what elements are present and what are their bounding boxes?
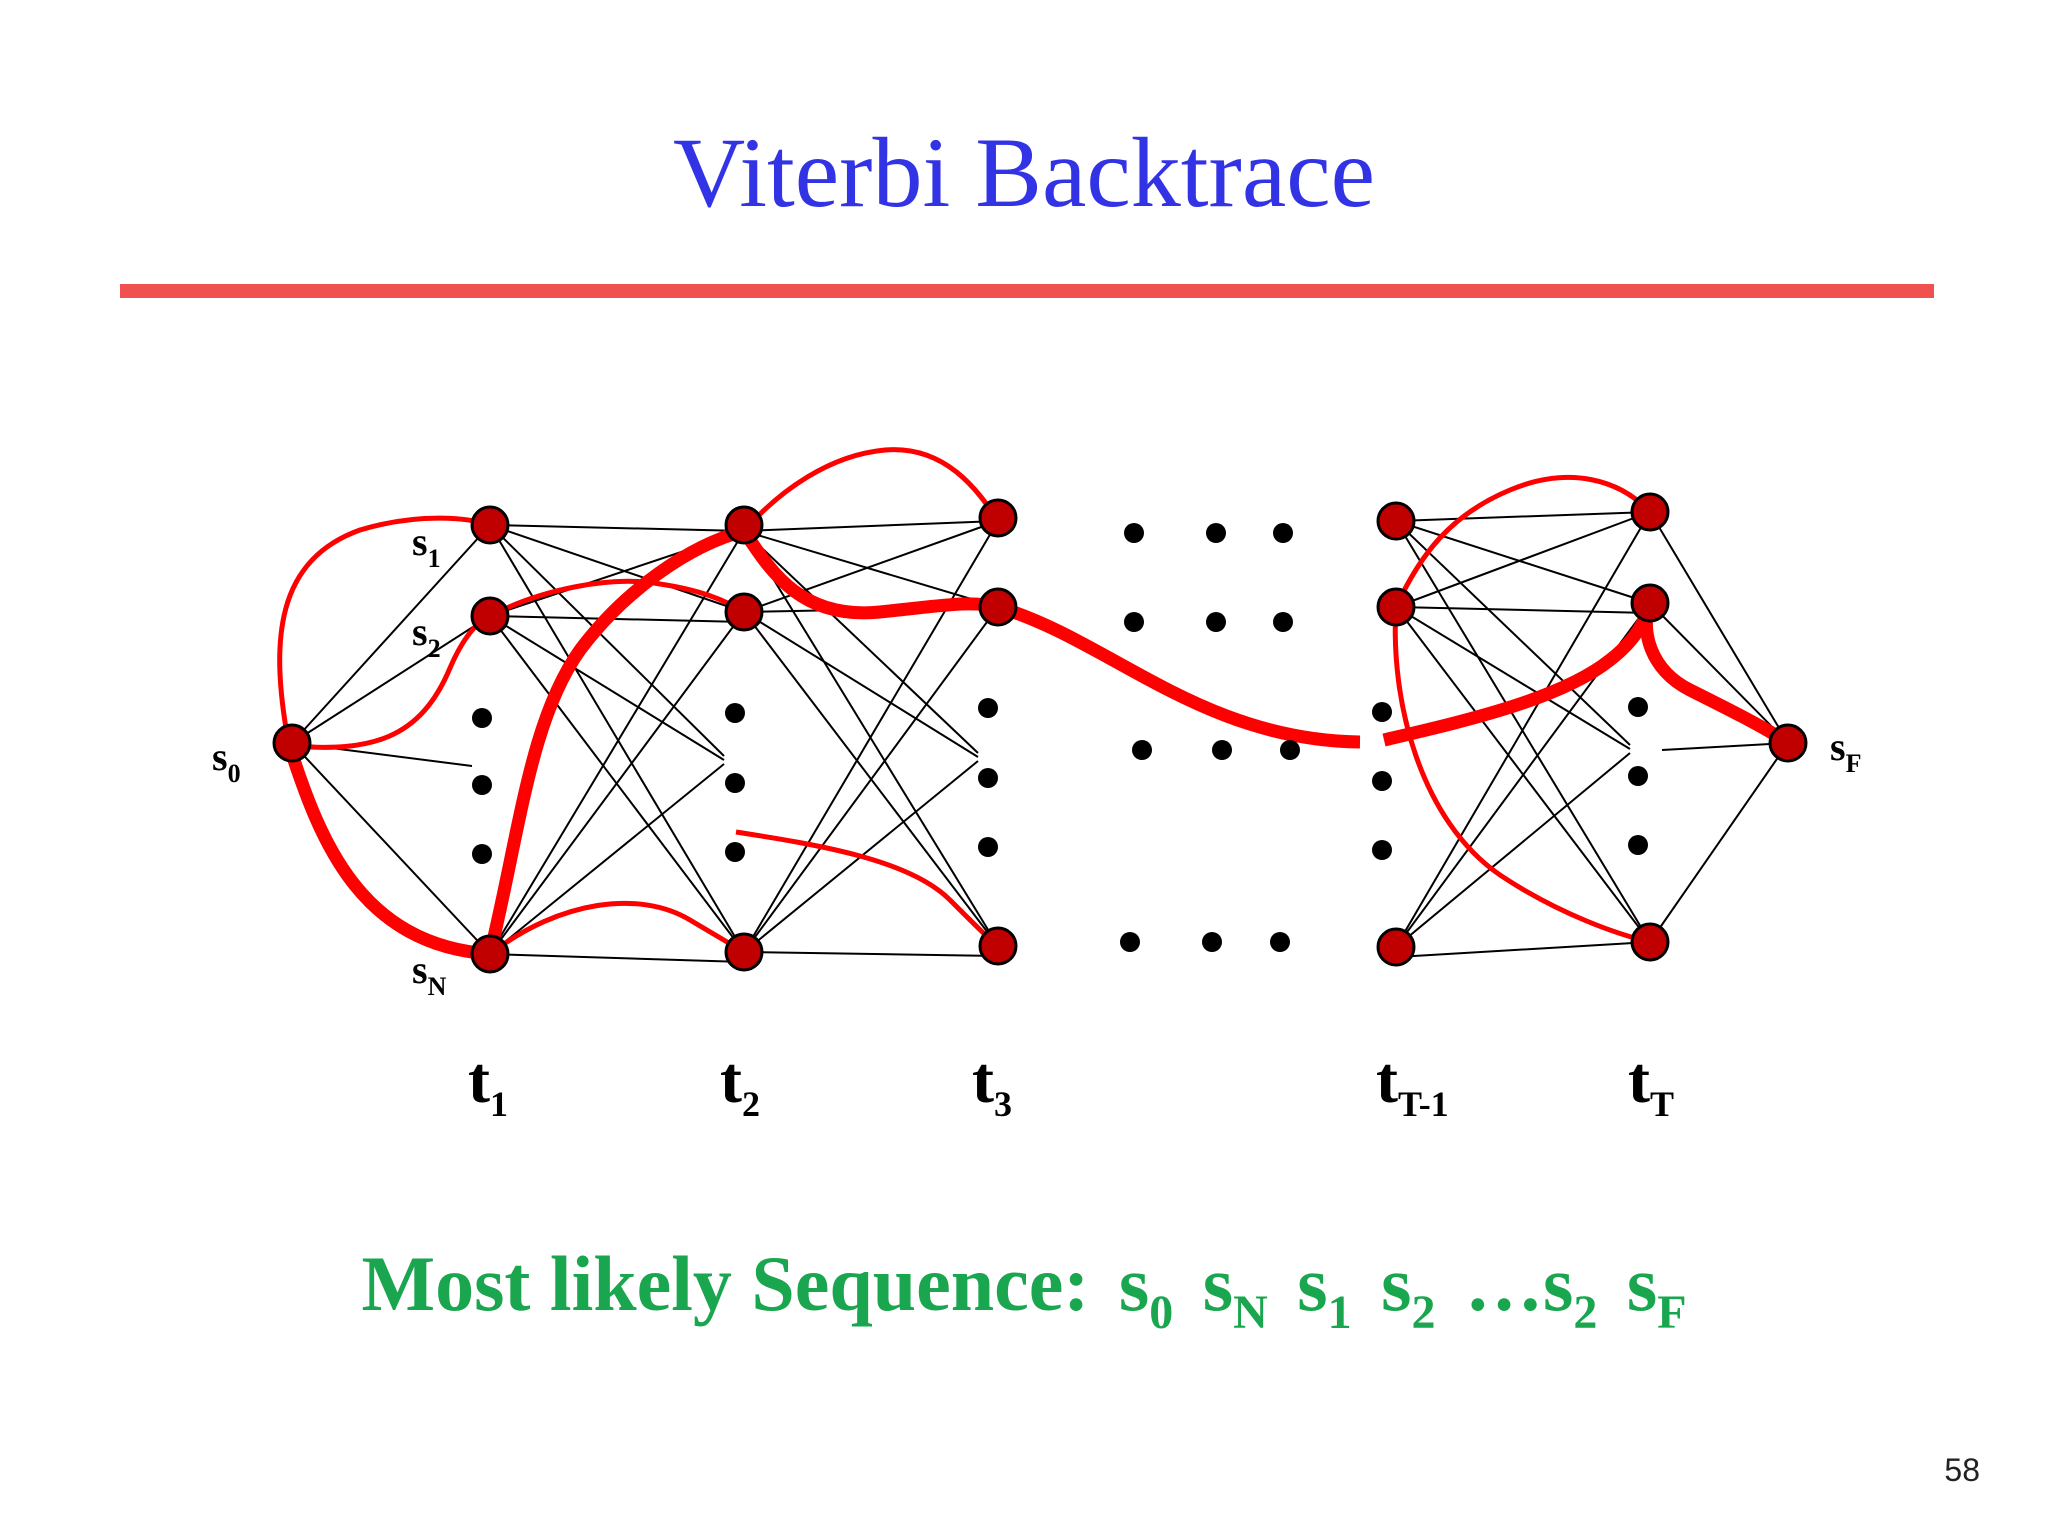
- node-t3-sN: [978, 926, 1018, 966]
- node-tT-sN: [1630, 922, 1670, 962]
- label-sN: sN: [412, 947, 447, 1001]
- node-t1-sN: [470, 934, 510, 974]
- node-t1-s1: [470, 505, 510, 545]
- ellipsis-dots: [472, 523, 1648, 952]
- node-tT-s2: [1630, 583, 1670, 623]
- node-tT-1-s2: [1376, 587, 1416, 627]
- sequence-token: s1: [1297, 1240, 1352, 1339]
- time-label-t3: t3: [972, 1044, 1012, 1124]
- node-s0: [272, 723, 312, 763]
- sequence-token: sN: [1202, 1240, 1268, 1339]
- node-tT-1-sN: [1376, 927, 1416, 967]
- title-divider: [120, 284, 1934, 298]
- transition-edges: [291, 511, 1789, 963]
- node-t1-s2: [470, 596, 510, 636]
- label-sF: sF: [1830, 724, 1861, 778]
- node-t2-s2: [724, 592, 764, 632]
- page-number: 58: [1944, 1452, 1980, 1488]
- time-label-tT: tT: [1628, 1044, 1674, 1124]
- node-t2-sN: [724, 932, 764, 972]
- node-tT-1-s1: [1376, 501, 1416, 541]
- node-t3-s1: [978, 498, 1018, 538]
- label-s1: s1: [412, 519, 441, 573]
- label-s2: s2: [412, 609, 441, 663]
- most-likely-sequence: Most likely Sequence: s0 sN s1 s2 …s2 sF: [0, 1236, 2048, 1339]
- node-t3-s2: [978, 587, 1018, 627]
- label-s0: s0: [212, 734, 241, 788]
- node-t2-s1: [724, 505, 764, 545]
- backtrace-path: [283, 524, 1795, 961]
- sequence-token: s0: [1118, 1240, 1174, 1339]
- time-label-t1: t1: [468, 1044, 508, 1124]
- sequence-token: sF: [1626, 1240, 1687, 1339]
- time-label-tT-1: tT-1: [1376, 1044, 1449, 1124]
- slide-title: Viterbi Backtrace: [673, 117, 1375, 228]
- time-label-t2: t2: [720, 1044, 760, 1124]
- sequence-token: …s2: [1465, 1240, 1598, 1339]
- node-sF: [1768, 723, 1808, 763]
- node-tT-s1: [1630, 492, 1670, 532]
- state-nodes: [272, 492, 1808, 974]
- backpointer-curves: [277, 447, 1652, 956]
- sequence-token: s2: [1381, 1240, 1436, 1339]
- result-label: Most likely Sequence:: [361, 1240, 1090, 1327]
